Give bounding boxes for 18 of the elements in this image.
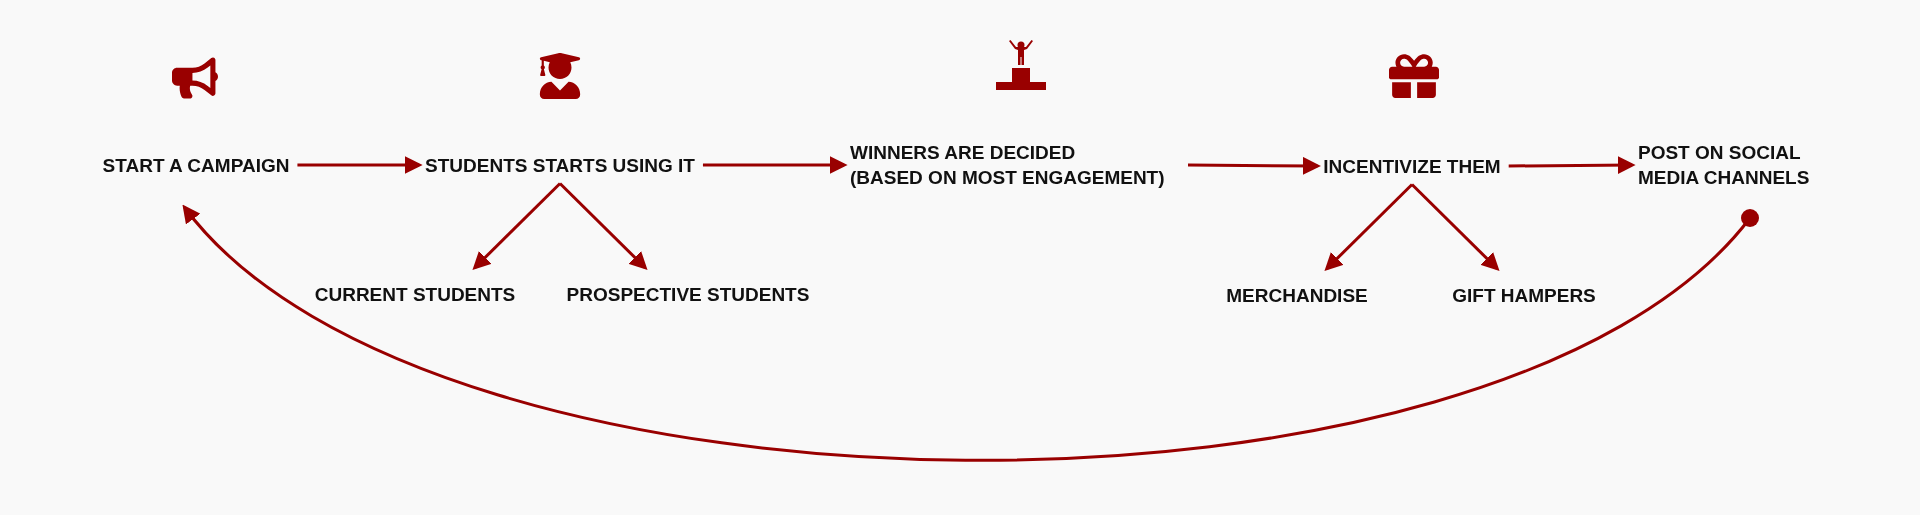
step-label: INCENTIVIZE THEM bbox=[1323, 153, 1501, 179]
step-label: STUDENTS STARTS USING IT bbox=[425, 152, 695, 178]
step-label: START A CAMPAIGN bbox=[102, 152, 290, 178]
arrow bbox=[1324, 183, 1414, 272]
arrow bbox=[1508, 156, 1636, 175]
arrow bbox=[1410, 183, 1500, 272]
step-label: GIFT HAMPERS bbox=[1452, 282, 1596, 308]
step-label: PROSPECTIVE STUDENTS bbox=[566, 281, 810, 307]
step-label: CURRENT STUDENTS bbox=[314, 281, 516, 307]
step-label: POST ON SOCIAL MEDIA CHANNELS bbox=[1638, 140, 1816, 190]
curved-arrow bbox=[182, 205, 1759, 462]
step-label: WINNERS ARE DECIDED (BASED ON MOST ENGAGEMENT) bbox=[850, 140, 1180, 190]
step-label: MERCHANDISE bbox=[1226, 282, 1368, 308]
arrow bbox=[558, 182, 648, 271]
arrow bbox=[472, 182, 562, 271]
arrow bbox=[297, 156, 423, 174]
arrow bbox=[1188, 156, 1321, 175]
arrow bbox=[702, 156, 848, 174]
